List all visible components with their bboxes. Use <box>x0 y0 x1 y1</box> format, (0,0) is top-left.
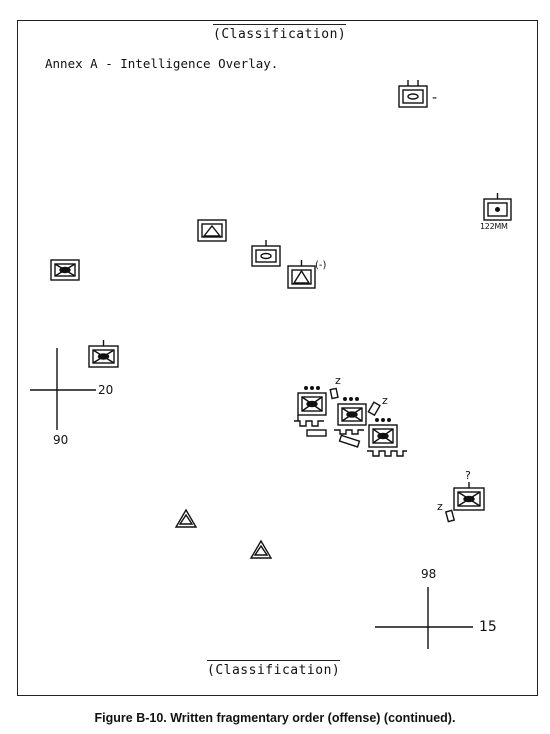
unit-symbol-cluster-3 <box>367 418 407 457</box>
echelon-annotation-2: z <box>382 394 388 407</box>
unit-symbol-triangle-1 <box>197 219 227 242</box>
grid-label-left-easting: 20 <box>98 383 114 397</box>
grid-crosshair-left <box>30 348 96 430</box>
overlay-frame <box>17 20 538 696</box>
unit-symbol-ellipse-center <box>251 240 281 267</box>
echelon-annotation-3: z <box>437 500 443 513</box>
grid-label-right-easting: 15 <box>479 619 497 635</box>
unit-symbol-x-left <box>50 259 80 281</box>
classification-bottom: (Classification) <box>207 660 341 678</box>
grid-label-right-northing: 98 <box>421 567 437 581</box>
unit-symbol-unknown-right <box>444 482 485 523</box>
unit-symbol-cluster-2 <box>334 397 381 448</box>
grid-label-left-northing: 90 <box>53 433 69 447</box>
unit-symbol-triangle-reduced <box>287 260 316 289</box>
unit-symbol-122mm <box>483 193 512 221</box>
echelon-annotation-1: z <box>335 374 341 387</box>
grid-crosshair-right <box>375 587 473 649</box>
triangle-symbol-2 <box>249 539 273 559</box>
figure-caption: Figure B-10. Written fragmentary order (… <box>94 711 456 725</box>
classification-top: (Classification) <box>213 24 347 42</box>
unit-symbol-x-mid-left <box>88 340 119 368</box>
reduced-annotation-top: - <box>432 90 438 106</box>
reduced-annotation-center: (-) <box>315 260 327 271</box>
unit-symbol-cluster-1 <box>294 386 339 437</box>
unknown-annotation: ? <box>465 469 471 482</box>
triangle-symbol-1 <box>174 508 198 528</box>
unit-symbol-top-right <box>398 80 428 108</box>
caliber-annotation: 122MM <box>480 222 508 231</box>
overlay-title: Annex A - Intelligence Overlay. <box>45 56 279 71</box>
